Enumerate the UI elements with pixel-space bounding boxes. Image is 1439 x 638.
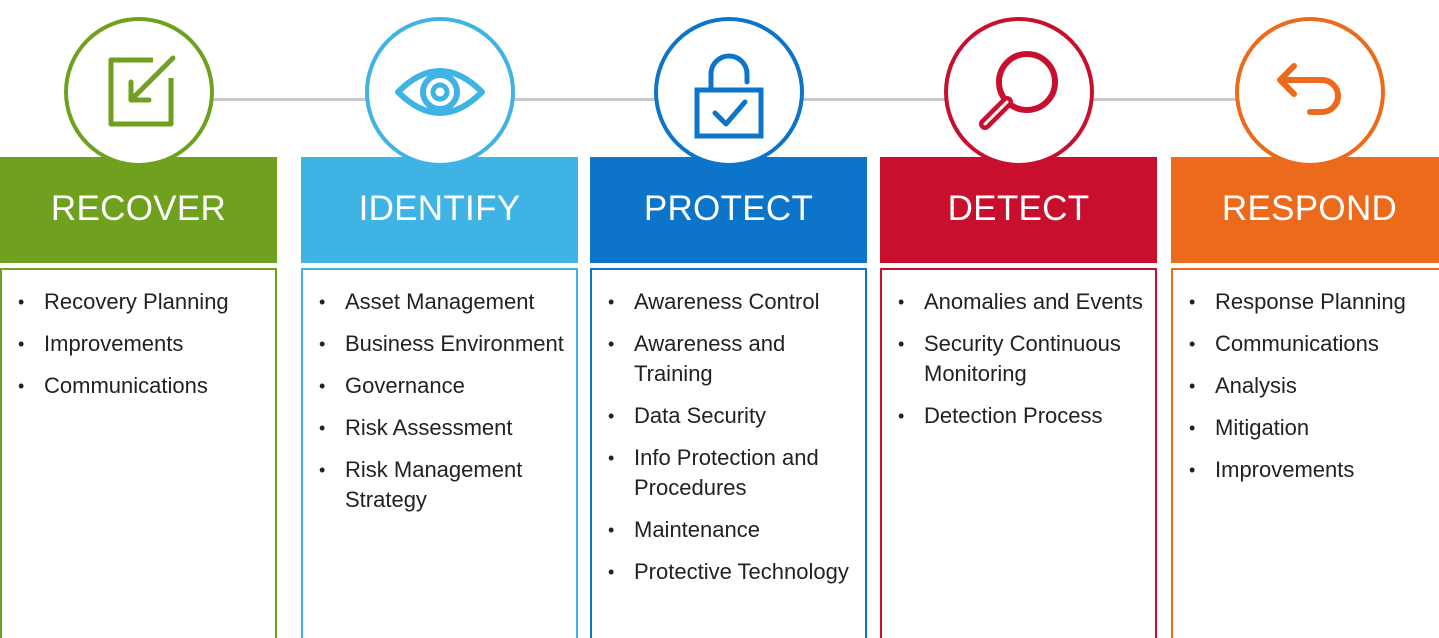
recover-arrow-icon xyxy=(108,55,176,127)
stage-icon-circle xyxy=(365,17,515,167)
list-item: Anomalies and Events xyxy=(882,287,1147,317)
list-item: Improvements xyxy=(1173,455,1438,485)
list-item: Communications xyxy=(1173,329,1438,359)
stage-box: Response Planning Communications Analysi… xyxy=(1171,268,1439,638)
stage-icon-circle xyxy=(944,17,1094,167)
stage-header: DETECT xyxy=(880,157,1157,263)
stage-title: RECOVER xyxy=(50,189,227,228)
stage-box: Asset Management Business Environment Go… xyxy=(301,268,578,638)
padlock-icon xyxy=(694,53,764,139)
stage-title: DETECT xyxy=(947,189,1090,228)
stage-title: PROTECT xyxy=(643,189,814,228)
stage-recover: RECOVER Recovery Planning Improvements C… xyxy=(0,0,277,638)
list-item: Security Continuous Monitoring xyxy=(882,329,1147,389)
list-item: Awareness Control xyxy=(592,287,857,317)
stage-list: Anomalies and Events Security Continuous… xyxy=(882,270,1155,431)
stage-title: RESPOND xyxy=(1221,189,1398,228)
stage-identify: IDENTIFY Asset Management Business Envir… xyxy=(301,0,578,638)
list-item: Protective Technology xyxy=(592,557,857,587)
list-item: Improvements xyxy=(2,329,267,359)
return-arrow-icon xyxy=(1277,63,1341,115)
stage-box: Awareness Control Awareness and Training… xyxy=(590,268,867,638)
list-item: Recovery Planning xyxy=(2,287,267,317)
stage-icon-circle xyxy=(654,17,804,167)
eye-icon xyxy=(395,68,485,116)
stage-respond: RESPOND Response Planning Communications… xyxy=(1171,0,1439,638)
stage-list: Awareness Control Awareness and Training… xyxy=(592,270,865,587)
stage-box: Anomalies and Events Security Continuous… xyxy=(880,268,1157,638)
stage-box: Recovery Planning Improvements Communica… xyxy=(0,268,277,638)
list-item: Analysis xyxy=(1173,371,1438,401)
list-item: Business Environment xyxy=(303,329,568,359)
list-item: Governance xyxy=(303,371,568,401)
list-item: Maintenance xyxy=(592,515,857,545)
stage-header: IDENTIFY xyxy=(301,157,578,263)
stage-header: RECOVER xyxy=(0,157,277,263)
stage-list: Response Planning Communications Analysi… xyxy=(1173,270,1439,485)
stage-icon-circle xyxy=(1235,17,1385,167)
list-item: Risk Management Strategy xyxy=(303,455,568,515)
list-item: Data Security xyxy=(592,401,857,431)
list-item: Communications xyxy=(2,371,267,401)
stage-header: PROTECT xyxy=(590,157,867,263)
list-item: Mitigation xyxy=(1173,413,1438,443)
magnifier-icon xyxy=(979,51,1058,130)
list-item: Asset Management xyxy=(303,287,568,317)
stage-list: Recovery Planning Improvements Communica… xyxy=(2,270,275,401)
list-item: Info Protection and Procedures xyxy=(592,443,857,503)
stage-title: IDENTIFY xyxy=(358,189,521,228)
stage-icon-circle xyxy=(64,17,214,167)
stage-header: RESPOND xyxy=(1171,157,1439,263)
list-item: Detection Process xyxy=(882,401,1147,431)
stage-list: Asset Management Business Environment Go… xyxy=(303,270,576,515)
list-item: Response Planning xyxy=(1173,287,1438,317)
list-item: Risk Assessment xyxy=(303,413,568,443)
stage-detect: DETECT Anomalies and Events Security Con… xyxy=(880,0,1157,638)
list-item: Awareness and Training xyxy=(592,329,857,389)
stage-protect: PROTECT Awareness Control Awareness and … xyxy=(590,0,867,638)
